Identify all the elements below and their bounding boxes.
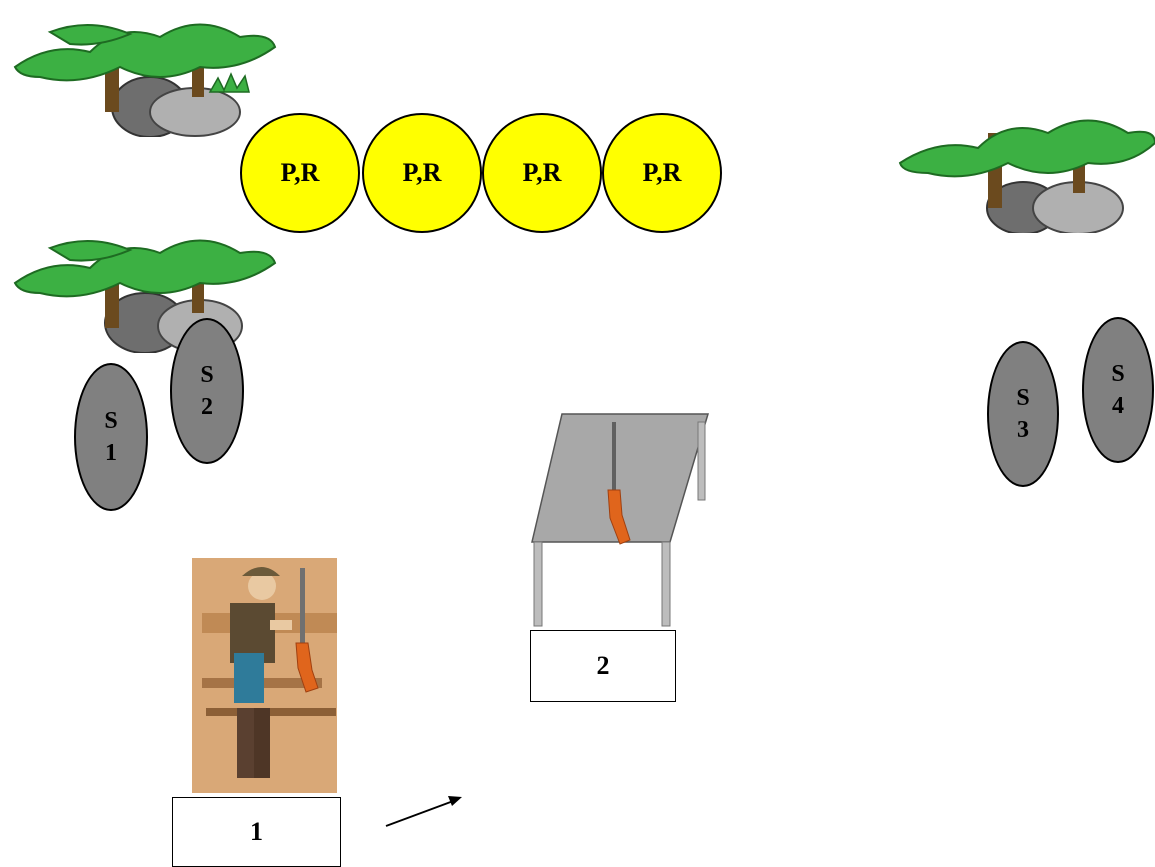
bush-icon [13,239,277,353]
station-2-box: 2 [530,630,676,702]
bush-icon [13,23,277,137]
station-1-box: 1 [172,797,341,867]
paper-target-1: P,R [240,113,360,233]
table-icon [531,413,710,627]
paper-target-2: P,R [362,113,482,233]
shooter-icon [192,558,337,793]
bush-icon [898,119,1155,233]
arrow-icon [385,796,462,827]
rifle-icon [295,568,319,693]
paper-target-3: P,R [482,113,602,233]
rifle-icon [607,422,631,545]
paper-target-4: P,R [602,113,722,233]
